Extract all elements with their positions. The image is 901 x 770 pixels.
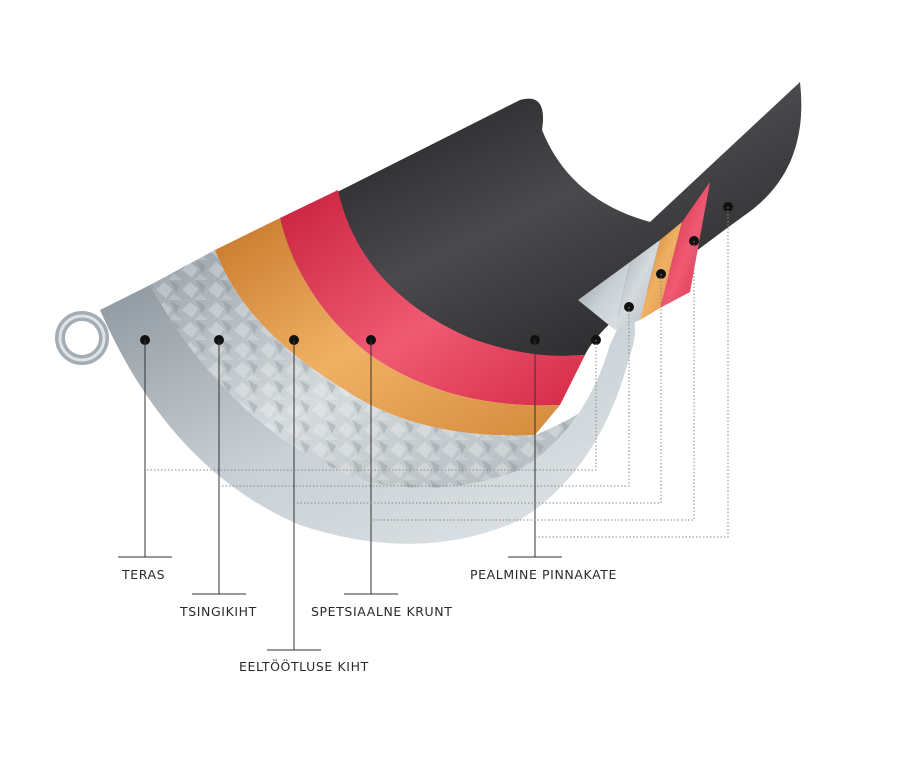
- pretreatment-band: [215, 218, 560, 436]
- right-edge-red: [660, 182, 710, 308]
- primer-band: [280, 190, 585, 406]
- label-primer: SPETSIAALNE KRUNT: [311, 604, 453, 619]
- gutter-bead-highlight: [58, 314, 106, 362]
- zinc-texture: [150, 250, 610, 488]
- leader-lines: [118, 340, 562, 651]
- right-edge-steel: [578, 262, 630, 330]
- label-topcoat: PEALMINE PINNAKATE: [470, 567, 618, 582]
- label-steel: TERAS: [122, 567, 166, 582]
- dotted-connectors: [145, 207, 729, 538]
- label-zinc: TSINGIKIHT: [180, 604, 257, 619]
- steel-shell: [100, 285, 635, 544]
- label-pretreatment: EELTÖÖTLUSE KIHT: [239, 659, 369, 674]
